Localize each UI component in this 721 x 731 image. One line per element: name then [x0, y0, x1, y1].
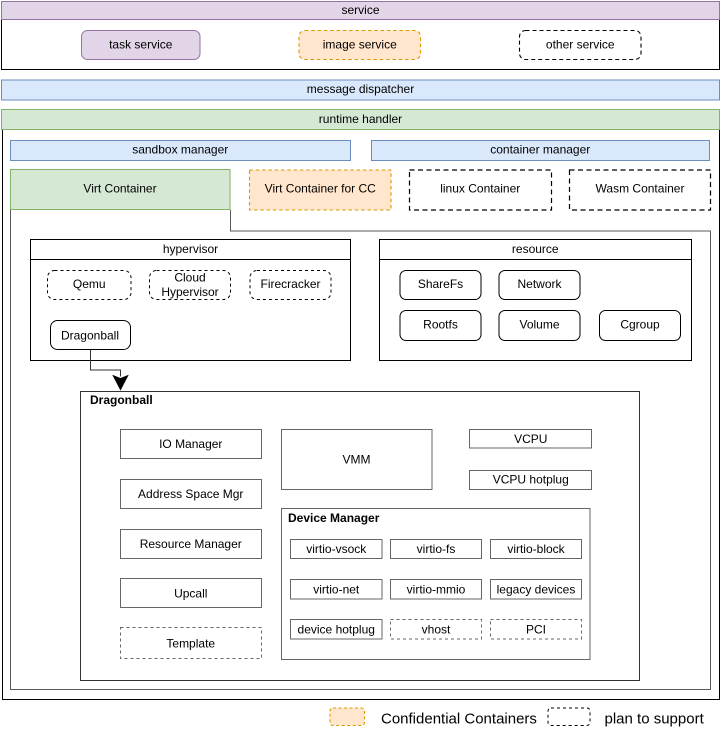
svg-text:linux Container: linux Container — [440, 182, 520, 196]
svg-text:PCI: PCI — [526, 623, 546, 637]
svg-text:service: service — [341, 3, 379, 17]
svg-text:virtio-block: virtio-block — [507, 542, 565, 556]
svg-text:plan to support: plan to support — [605, 711, 705, 728]
svg-text:Resource Manager: Resource Manager — [140, 537, 242, 551]
svg-text:hypervisor: hypervisor — [163, 242, 218, 256]
svg-text:Confidential Containers: Confidential Containers — [381, 711, 537, 728]
svg-text:Dragonball: Dragonball — [90, 393, 153, 407]
svg-text:Address Space Mgr: Address Space Mgr — [138, 487, 243, 501]
svg-text:virtio-vsock: virtio-vsock — [306, 542, 367, 556]
svg-text:Template: Template — [166, 637, 215, 651]
svg-text:Firecracker: Firecracker — [260, 277, 320, 291]
svg-text:message dispatcher: message dispatcher — [307, 82, 414, 96]
svg-text:virtio-net: virtio-net — [313, 583, 360, 597]
svg-text:Device Manager: Device Manager — [288, 511, 380, 525]
svg-text:Wasm Container: Wasm Container — [596, 182, 685, 196]
svg-text:VMM: VMM — [343, 453, 371, 467]
svg-text:vhost: vhost — [422, 623, 451, 637]
svg-text:Volume: Volume — [519, 318, 559, 332]
svg-text:image service: image service — [323, 38, 397, 52]
svg-text:Qemu: Qemu — [73, 277, 106, 291]
svg-text:ShareFs: ShareFs — [418, 277, 463, 291]
svg-text:device hotplug: device hotplug — [298, 623, 375, 637]
svg-text:Virt Container: Virt Container — [83, 182, 156, 196]
svg-text:Virt Container for CC: Virt Container for CC — [265, 182, 376, 196]
svg-text:legacy devices: legacy devices — [497, 583, 576, 597]
svg-text:container manager: container manager — [490, 143, 590, 157]
svg-text:Cloud: Cloud — [174, 271, 205, 285]
svg-text:Cgroup: Cgroup — [620, 318, 660, 332]
svg-text:task service: task service — [109, 38, 173, 52]
svg-text:Rootfs: Rootfs — [423, 318, 458, 332]
svg-text:virtio-fs: virtio-fs — [417, 542, 456, 556]
svg-text:VCPU hotplug: VCPU hotplug — [493, 473, 569, 487]
svg-text:Hypervisor: Hypervisor — [161, 285, 218, 299]
svg-text:IO Manager: IO Manager — [159, 437, 222, 451]
svg-text:other service: other service — [546, 38, 615, 52]
svg-text:Network: Network — [517, 277, 562, 291]
svg-text:virtio-mmio: virtio-mmio — [407, 583, 466, 597]
svg-text:runtime handler: runtime handler — [319, 112, 402, 126]
svg-text:Upcall: Upcall — [174, 587, 207, 601]
svg-text:sandbox manager: sandbox manager — [132, 143, 228, 157]
svg-text:Dragonball: Dragonball — [61, 329, 119, 343]
svg-text:VCPU: VCPU — [514, 432, 547, 446]
svg-text:resource: resource — [512, 242, 559, 256]
